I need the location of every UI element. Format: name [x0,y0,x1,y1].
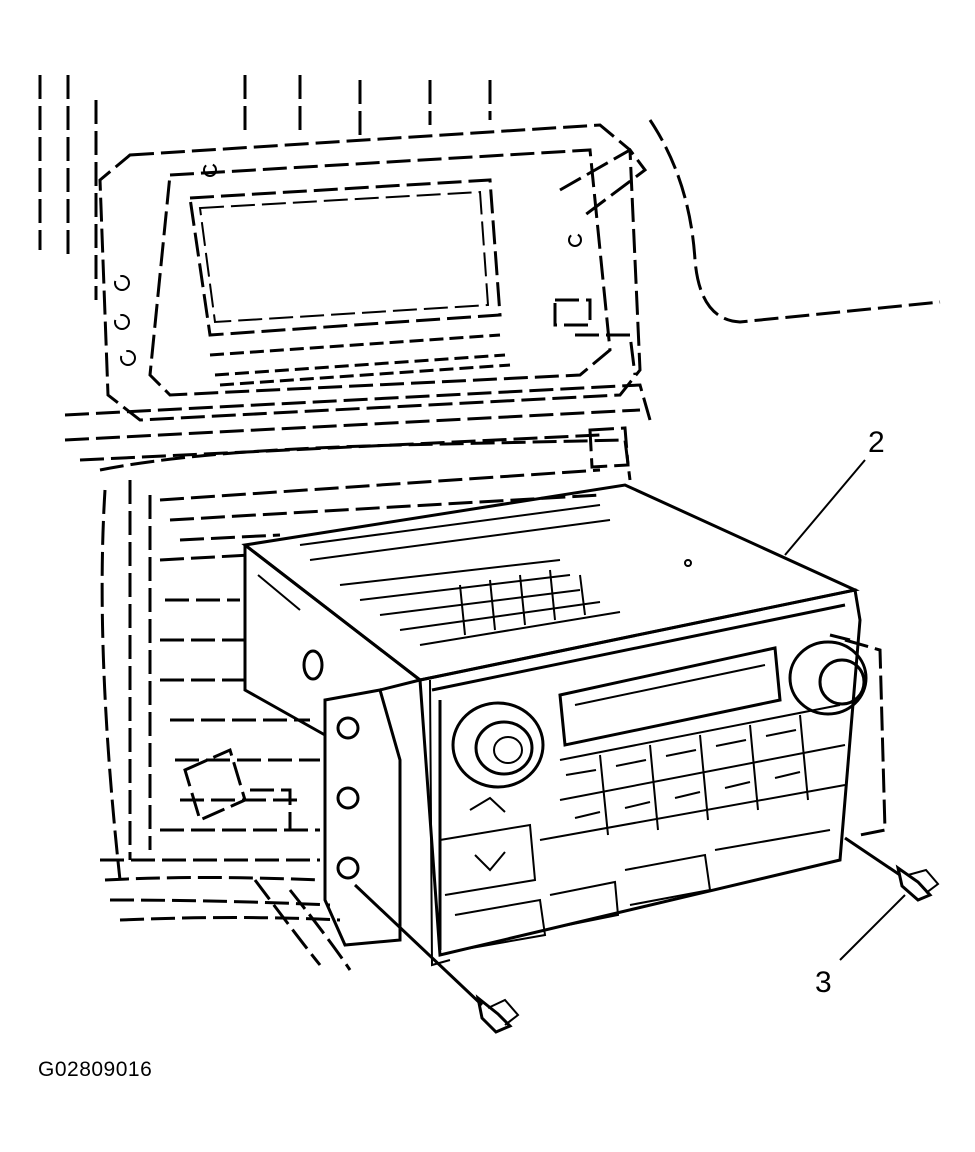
bolt-icon [844,836,940,902]
bolt-icon [353,883,520,1034]
radio-unit-icon [241,483,868,967]
leader-line-bolt [839,894,906,961]
figure-id: G02809016 [38,1058,153,1081]
callout-radio: 2 [868,426,885,459]
callout-bolt: 3 [815,966,832,999]
instrument-panel-icon [38,75,941,971]
leader-line-radio [784,459,866,556]
